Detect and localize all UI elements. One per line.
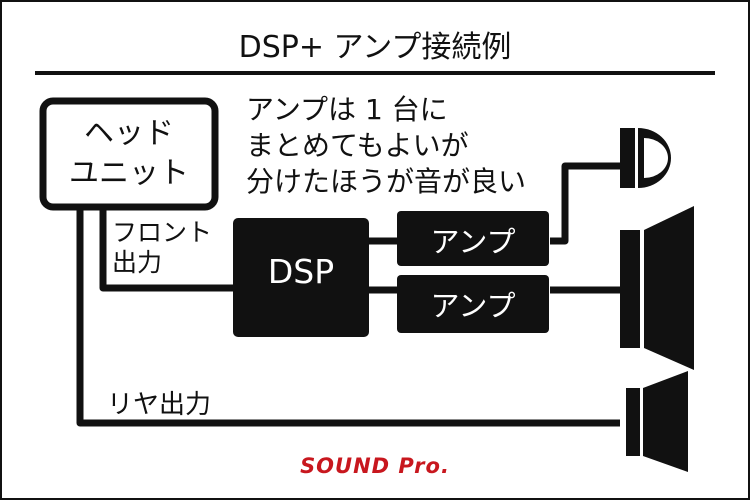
front-output-label: フロント 出力 xyxy=(112,218,213,277)
amp2-label: アンプ xyxy=(430,289,516,323)
page-title: DSP+ アンプ接続例 xyxy=(238,30,512,65)
amp2-box xyxy=(397,275,549,333)
rear-output-label: リヤ出力 xyxy=(107,390,212,420)
sound-pro-logo: SOUND Pro. xyxy=(300,454,450,478)
front-output-wire xyxy=(99,207,235,292)
dsp-box xyxy=(233,218,369,337)
amp1-label: アンプ xyxy=(430,225,516,259)
amp-note: アンプは 1 台に まとめてもよいが 分けたほうが音が良い xyxy=(246,93,527,198)
dsp-label: DSP xyxy=(267,252,335,291)
head-unit-box xyxy=(39,97,219,211)
midrange-speaker-icon xyxy=(620,206,694,370)
head-unit-label: ヘッド ユニット xyxy=(69,116,189,191)
rear-speaker-icon xyxy=(626,371,688,472)
amp1-to-tweeter-wire xyxy=(550,162,622,245)
rear-output-wire xyxy=(76,207,620,427)
amp1-box xyxy=(397,211,549,266)
tweeter-icon xyxy=(620,128,671,188)
